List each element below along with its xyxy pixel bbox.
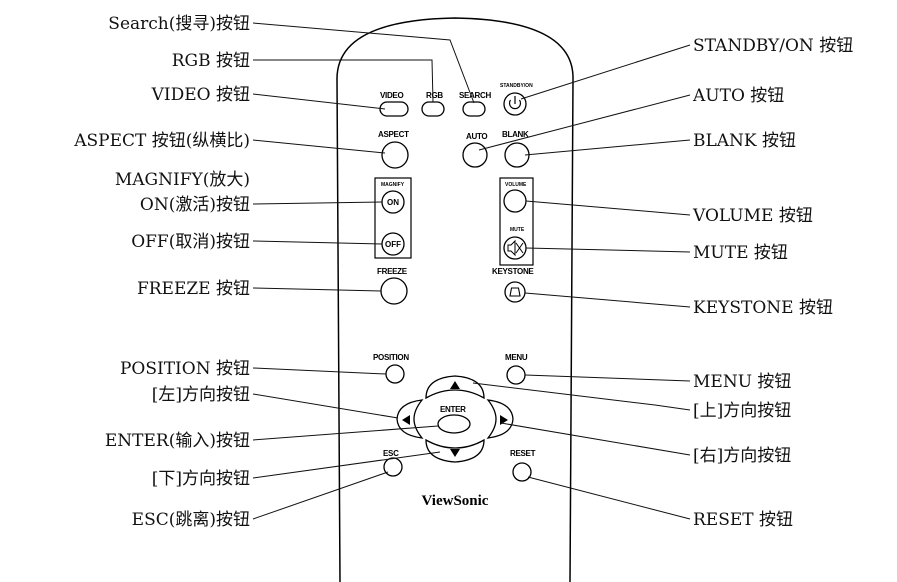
speaker-mute-icon	[507, 239, 524, 257]
blank-button-label: BLANK	[502, 130, 529, 139]
menu-button[interactable]	[506, 365, 526, 385]
video-button[interactable]	[379, 101, 409, 117]
leader-left	[252, 393, 399, 419]
leader-magnify-on	[252, 201, 383, 205]
callout-standby: STANDBY/ON 按钮	[693, 36, 853, 56]
leader-position	[252, 367, 387, 375]
freeze-button-label: FREEZE	[377, 267, 408, 276]
enter-button[interactable]	[437, 414, 471, 434]
callouts-right: STANDBY/ON 按钮 AUTO 按钮 BLANK 按钮 VOLUME 按钮…	[692, 36, 853, 530]
callout-volume: VOLUME 按钮	[692, 206, 813, 226]
rgb-button-label: RGB	[426, 91, 443, 100]
auto-button-label: AUTO	[466, 132, 487, 141]
leader-search	[252, 22, 475, 104]
callout-auto: AUTO 按钮	[692, 86, 784, 106]
callout-left: [左]方向按钮	[152, 385, 250, 405]
callout-magnify-on: ON(激活)按钮	[140, 195, 250, 215]
leader-standby	[520, 44, 691, 100]
reset-button[interactable]	[512, 462, 532, 482]
leader-enter	[252, 425, 439, 441]
esc-button[interactable]	[383, 457, 403, 477]
volume-group-frame	[499, 177, 534, 266]
mute-button-label: MUTE	[510, 227, 525, 233]
callout-right: [右]方向按钮	[693, 446, 791, 466]
leader-right	[500, 422, 691, 456]
leader-down	[252, 451, 441, 479]
callout-esc: ESC(跳离)按钮	[132, 510, 250, 530]
callouts-left: Search(搜寻)按钮 RGB 按钮 VIDEO 按钮 ASPECT 按钮(纵…	[73, 14, 250, 530]
leader-menu	[524, 374, 691, 382]
standby-button-label: STANDBY/ON	[500, 83, 533, 89]
leader-lines	[252, 22, 691, 520]
leader-volume	[525, 200, 691, 216]
brand-logo: ViewSonic	[422, 493, 489, 509]
search-button[interactable]	[462, 101, 486, 117]
leader-rgb	[253, 59, 434, 103]
left-arrow-icon	[402, 415, 410, 425]
freeze-button[interactable]	[380, 277, 408, 305]
callout-video: VIDEO 按钮	[151, 85, 250, 105]
callout-magnify: MAGNIFY(放大)	[115, 170, 250, 190]
position-button[interactable]	[385, 364, 405, 384]
auto-button[interactable]	[462, 142, 488, 168]
magnify-group-frame	[374, 177, 412, 259]
leader-freeze	[252, 287, 382, 292]
direction-pad: ENTER	[396, 375, 514, 463]
callout-keystone: KEYSTONE 按钮	[693, 298, 833, 318]
leader-magnify-off	[252, 240, 383, 245]
position-button-label: POSITION	[373, 353, 409, 362]
rgb-button[interactable]	[421, 101, 445, 117]
volume-button[interactable]	[503, 189, 527, 213]
magnify-off-label: OFF	[385, 240, 401, 249]
enter-button-label: ENTER	[440, 405, 466, 414]
callout-position: POSITION 按钮	[120, 359, 250, 379]
right-arrow-icon	[500, 415, 508, 425]
leader-aspect	[252, 139, 386, 154]
callout-rgb: RGB 按钮	[172, 51, 250, 71]
callout-menu: MENU 按钮	[693, 372, 791, 392]
up-arrow-icon	[450, 381, 460, 389]
callout-blank: BLANK 按钮	[693, 131, 796, 151]
menu-button-label: MENU	[505, 353, 528, 362]
reset-button-label: RESET	[510, 449, 536, 458]
magnify-group-label: MAGNIFY	[381, 182, 405, 188]
callout-up: [上]方向按钮	[693, 401, 791, 421]
magnify-on-label: ON	[387, 198, 399, 207]
callout-freeze: FREEZE 按钮	[137, 279, 250, 299]
leader-video	[252, 93, 386, 110]
callout-search: Search(搜寻)按钮	[108, 14, 250, 34]
keystone-icon	[509, 287, 521, 297]
esc-button-label: ESC	[383, 449, 399, 458]
keystone-button-label: KEYSTONE	[492, 267, 534, 276]
callout-reset: RESET 按钮	[693, 510, 793, 530]
callout-aspect: ASPECT 按钮(纵横比)	[73, 131, 250, 151]
leader-keystone	[524, 292, 691, 308]
callout-down: [下]方向按钮	[152, 469, 250, 489]
leader-auto	[478, 94, 691, 151]
callout-mute: MUTE 按钮	[693, 243, 788, 263]
callout-enter: ENTER(输入)按钮	[105, 431, 250, 451]
leader-mute	[525, 247, 691, 253]
leader-up	[472, 382, 691, 411]
keystone-button[interactable]	[504, 281, 526, 303]
search-button-label: SEARCH	[459, 91, 492, 100]
volume-button-label: VOLUME	[505, 182, 527, 188]
aspect-button-label: ASPECT	[378, 130, 409, 139]
down-arrow-icon	[450, 449, 460, 457]
leader-blank	[524, 139, 691, 156]
leader-reset	[527, 476, 691, 520]
leader-esc	[252, 471, 389, 520]
callout-magnify-off: OFF(取消)按钮	[131, 232, 250, 252]
aspect-button[interactable]	[381, 141, 409, 169]
video-button-label: VIDEO	[380, 91, 403, 100]
power-icon	[508, 96, 522, 110]
